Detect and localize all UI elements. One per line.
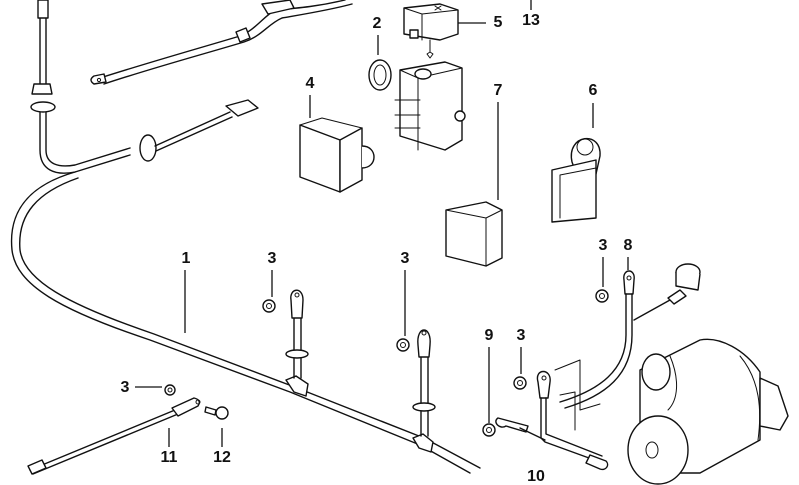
callout-11: 11 xyxy=(160,449,178,466)
callout-7: 7 xyxy=(493,82,503,99)
top-battery-cable xyxy=(90,0,353,85)
relay-7 xyxy=(445,201,503,267)
nut-3b xyxy=(396,338,410,352)
callout-12: 12 xyxy=(213,449,231,466)
callout-10: 10 xyxy=(527,468,545,485)
ring-terminal xyxy=(90,73,107,85)
grommet-ring xyxy=(139,134,157,162)
left-vertical-cable xyxy=(30,0,259,174)
relay-socket-2 xyxy=(368,59,466,151)
grommet-ring xyxy=(30,101,56,113)
ring-terminal xyxy=(290,289,304,319)
nut-3c xyxy=(595,289,609,303)
grommet xyxy=(412,402,436,412)
callout-3: 3 xyxy=(267,250,277,267)
flat-terminal xyxy=(225,99,259,117)
cable-10 xyxy=(495,359,609,471)
diagram-artwork xyxy=(10,0,789,485)
leader-lines xyxy=(135,0,629,447)
ring-terminal xyxy=(417,329,431,358)
relay-5 xyxy=(403,3,459,59)
callout-2: 2 xyxy=(372,15,382,32)
callout-6: 6 xyxy=(588,82,598,99)
starter-cable xyxy=(559,263,701,409)
parts-diagram: 1 2 3 3 3 3 3 4 5 6 7 8 9 10 11 12 13 xyxy=(10,0,789,485)
callout-3: 3 xyxy=(400,250,410,267)
grommet xyxy=(31,83,53,95)
cable-clip xyxy=(261,0,295,15)
callout-13: 13 xyxy=(522,12,540,29)
t-junction xyxy=(412,433,434,453)
grommet xyxy=(285,349,309,359)
callout-4: 4 xyxy=(305,75,315,92)
bolt xyxy=(204,406,229,420)
nut-3e xyxy=(164,384,176,396)
callout-1: 1 xyxy=(181,250,191,267)
callout-5: 5 xyxy=(493,14,503,31)
t-junction xyxy=(285,375,309,397)
starter-motor xyxy=(627,338,789,485)
main-cable-harness xyxy=(10,171,481,474)
callout-8: 8 xyxy=(623,237,633,254)
nut-3a xyxy=(262,299,276,313)
nut-3d xyxy=(513,376,527,390)
ground-strap xyxy=(27,397,201,475)
callout-9: 9 xyxy=(484,327,494,344)
cable-sleeve xyxy=(235,27,251,43)
bracket-6 xyxy=(551,138,601,223)
cover-4 xyxy=(299,117,375,193)
callout-3: 3 xyxy=(516,327,526,344)
nut-9 xyxy=(482,423,496,437)
callout-3: 3 xyxy=(598,237,608,254)
callout-3: 3 xyxy=(120,379,130,396)
